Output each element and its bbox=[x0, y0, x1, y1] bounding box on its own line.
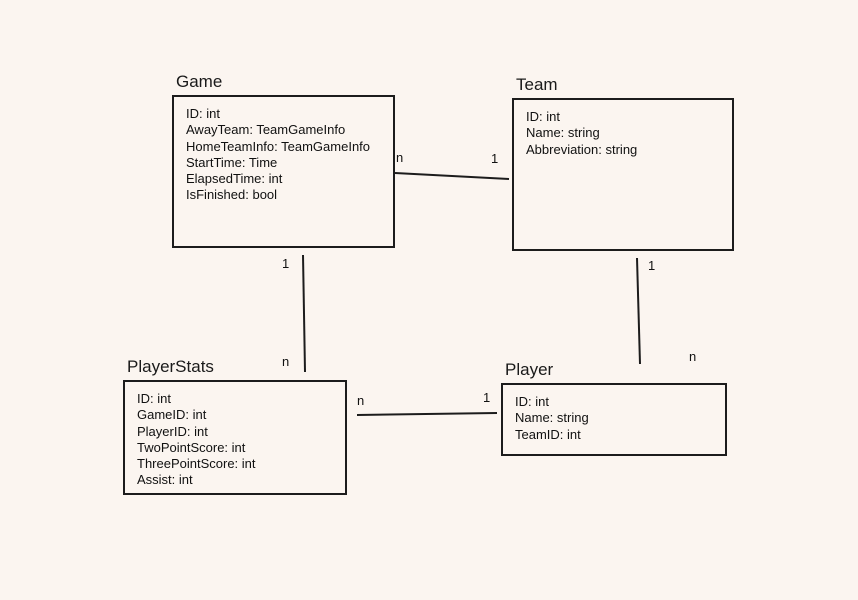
field-row: IsFinished: bool bbox=[186, 187, 278, 203]
multiplicity-label-team-player-n: n bbox=[689, 349, 697, 364]
entity-box-playerstats: PlayerStats ID: int GameID: int PlayerID… bbox=[123, 357, 347, 498]
multiplicity-label-game-playerstats-1: 1 bbox=[282, 256, 290, 271]
entity-fields-player: ID: int Name: string TeamID: int bbox=[503, 385, 725, 452]
entity-box-team: Team ID: int Name: string Abbreviation: … bbox=[512, 75, 734, 251]
multiplicity-label-game-team-1: 1 bbox=[491, 151, 499, 166]
field-row: GameID: int bbox=[137, 407, 207, 423]
field-row: Abbreviation: string bbox=[526, 141, 638, 157]
field-row: Name: string bbox=[526, 125, 600, 141]
relationship-line-game-team bbox=[394, 172, 510, 180]
multiplicity-label-team-player-1: 1 bbox=[648, 258, 656, 273]
entity-fields-game: ID: int AwayTeam: TeamGameInfo HomeTeamI… bbox=[174, 97, 393, 213]
multiplicity-label-playerstats-player-1: 1 bbox=[483, 390, 491, 405]
entity-box-game: Game ID: int AwayTeam: TeamGameInfo Home… bbox=[172, 72, 395, 248]
relationship-line-game-playerstats bbox=[302, 254, 306, 373]
field-row: ID: int bbox=[186, 106, 220, 121]
multiplicity-label-game-team-n: n bbox=[396, 150, 404, 165]
entity-fields-team: ID: int Name: string Abbreviation: strin… bbox=[514, 100, 732, 167]
field-row: PlayerID: int bbox=[137, 423, 208, 439]
relationship-line-team-player bbox=[636, 257, 641, 365]
entity-title-player: Player bbox=[505, 360, 554, 379]
field-row: AwayTeam: TeamGameInfo bbox=[186, 122, 346, 138]
field-row: TeamID: int bbox=[515, 426, 581, 442]
field-row: ID: int bbox=[526, 109, 560, 124]
field-row: Name: string bbox=[515, 410, 589, 426]
multiplicity-label-game-playerstats-n: n bbox=[282, 354, 290, 369]
field-row: ID: int bbox=[515, 394, 549, 409]
entity-title-team: Team bbox=[516, 75, 558, 94]
entity-title-game: Game bbox=[176, 72, 223, 91]
field-row: HomeTeamInfo: TeamGameInfo bbox=[186, 138, 371, 154]
field-row: Assist: int bbox=[137, 472, 193, 488]
field-row: StartTime: Time bbox=[186, 154, 278, 170]
field-row: ElapsedTime: int bbox=[186, 171, 283, 187]
entity-fields-playerstats: ID: int GameID: int PlayerID: int TwoPoi… bbox=[125, 382, 345, 498]
multiplicity-label-playerstats-player-n: n bbox=[357, 393, 365, 408]
field-row: ThreePointScore: int bbox=[137, 456, 256, 472]
relationship-line-playerstats-player bbox=[356, 412, 498, 416]
field-row: TwoPointScore: int bbox=[137, 439, 246, 455]
field-row: ID: int bbox=[137, 391, 171, 406]
entity-box-player: Player ID: int Name: string TeamID: int bbox=[501, 360, 727, 456]
entity-title-playerstats: PlayerStats bbox=[127, 357, 214, 376]
